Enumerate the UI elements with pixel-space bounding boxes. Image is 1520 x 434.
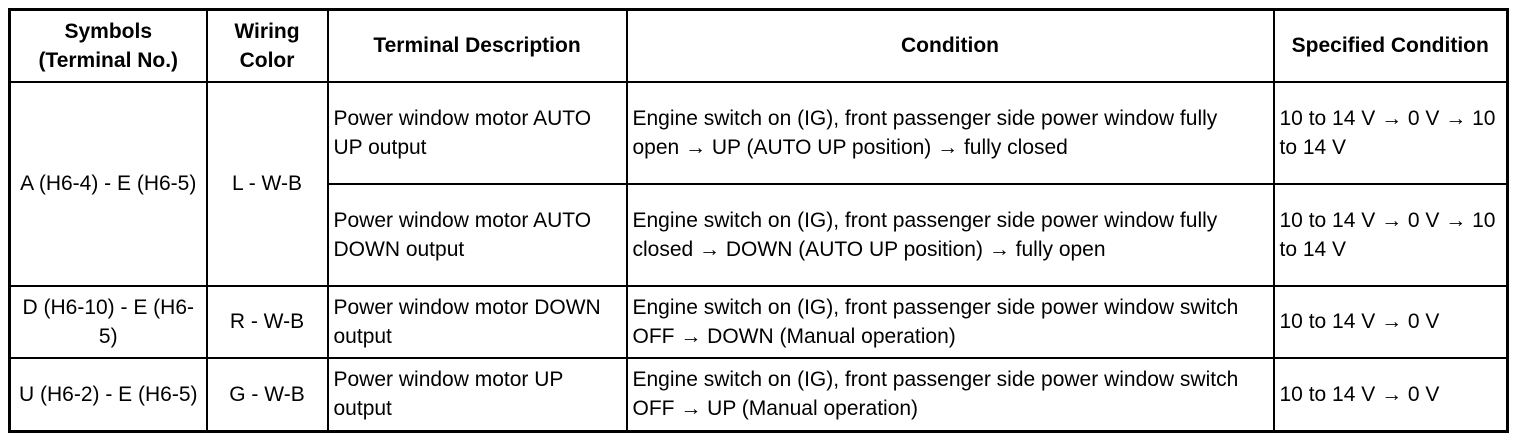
cell-symbols: A (H6-4) - E (H6-5) xyxy=(8,80,208,287)
cell-condition: Engine switch on (IG), front passenger s… xyxy=(625,356,1275,433)
header-wiring-color: Wiring Color xyxy=(205,8,329,83)
table-row: A (H6-4) - E (H6-5) L - W-B Power window… xyxy=(8,80,1509,287)
cell-wiring-color: R - W-B xyxy=(205,284,329,359)
table-header-row: Symbols (Terminal No.) Wiring Color Term… xyxy=(8,8,1509,83)
table-row: U (H6-2) - E (H6-5) G - W-B Power window… xyxy=(8,356,1509,433)
table-row: Power window motor AUTO DOWN output Engi… xyxy=(10,182,1509,287)
cell-specified-condition: 10 to 14 V → 0 V xyxy=(1272,284,1509,359)
table-row: D (H6-10) - E (H6-5) R - W-B Power windo… xyxy=(8,284,1509,359)
cell-specified-condition: 10 to 14 V → 0 V xyxy=(1272,356,1509,433)
cell-condition: Engine switch on (IG), front passenger s… xyxy=(625,182,1275,287)
header-symbols: Symbols (Terminal No.) xyxy=(8,8,208,83)
cell-specified-condition: 10 to 14 V → 0 V → 10 to 14 V xyxy=(1272,182,1509,287)
cell-symbols: D (H6-10) - E (H6-5) xyxy=(8,284,208,359)
header-terminal-description: Terminal Description xyxy=(326,8,628,83)
header-condition: Condition xyxy=(625,8,1275,83)
cell-description: Power window motor UP output xyxy=(326,356,628,433)
terminal-spec-table: Symbols (Terminal No.) Wiring Color Term… xyxy=(8,8,1509,433)
cell-condition: Engine switch on (IG), front passenger s… xyxy=(625,80,1275,185)
cell-description: Power window motor DOWN output xyxy=(326,284,628,359)
cell-description: Power window motor AUTO UP output xyxy=(326,80,628,185)
cell-specified-condition: 10 to 14 V → 0 V → 10 to 14 V xyxy=(1272,80,1509,185)
cell-symbols: U (H6-2) - E (H6-5) xyxy=(8,356,208,433)
header-specified-condition: Specified Condition xyxy=(1272,8,1509,83)
cell-condition: Engine switch on (IG), front passenger s… xyxy=(625,284,1275,359)
cell-description: Power window motor AUTO DOWN output xyxy=(326,182,628,287)
cell-wiring-color: L - W-B xyxy=(205,80,329,287)
cell-wiring-color: G - W-B xyxy=(205,356,329,433)
